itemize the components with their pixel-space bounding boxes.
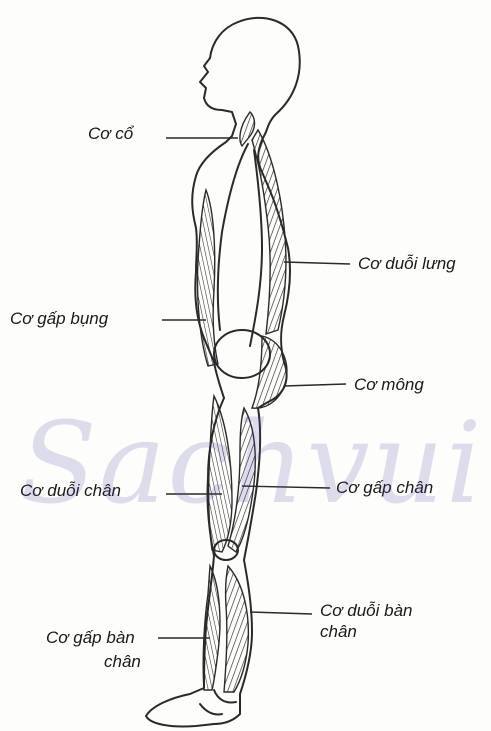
- spine-line: [250, 150, 262, 346]
- label-abdominal-flexor: Cơ gấp bụng: [10, 309, 108, 329]
- watermark: Sachvui.C: [20, 408, 491, 520]
- leader-foot-extensor: [250, 612, 312, 614]
- label-neck-muscle: Cơ cổ: [88, 124, 133, 144]
- leader-back-extensor: [284, 262, 350, 264]
- leader-gluteal: [284, 384, 346, 386]
- label-gluteal: Cơ mông: [354, 375, 424, 395]
- calf-muscle: [224, 566, 248, 692]
- label-foot-flexor-line1: Cơ gấp bàn: [46, 628, 135, 648]
- abdominal-muscle: [197, 190, 218, 366]
- label-foot-extensor-line1: Cơ duỗi bàn: [320, 601, 413, 621]
- arm-outline: [218, 144, 248, 330]
- foot-bones: [200, 690, 236, 715]
- leader-lines: [158, 138, 350, 638]
- shin-muscle: [203, 566, 220, 690]
- label-back-extensor: Cơ duỗi lưng: [358, 254, 456, 274]
- label-foot-flexor-line2: chân: [104, 652, 141, 672]
- label-foot-extensor-line2: chân: [320, 622, 357, 642]
